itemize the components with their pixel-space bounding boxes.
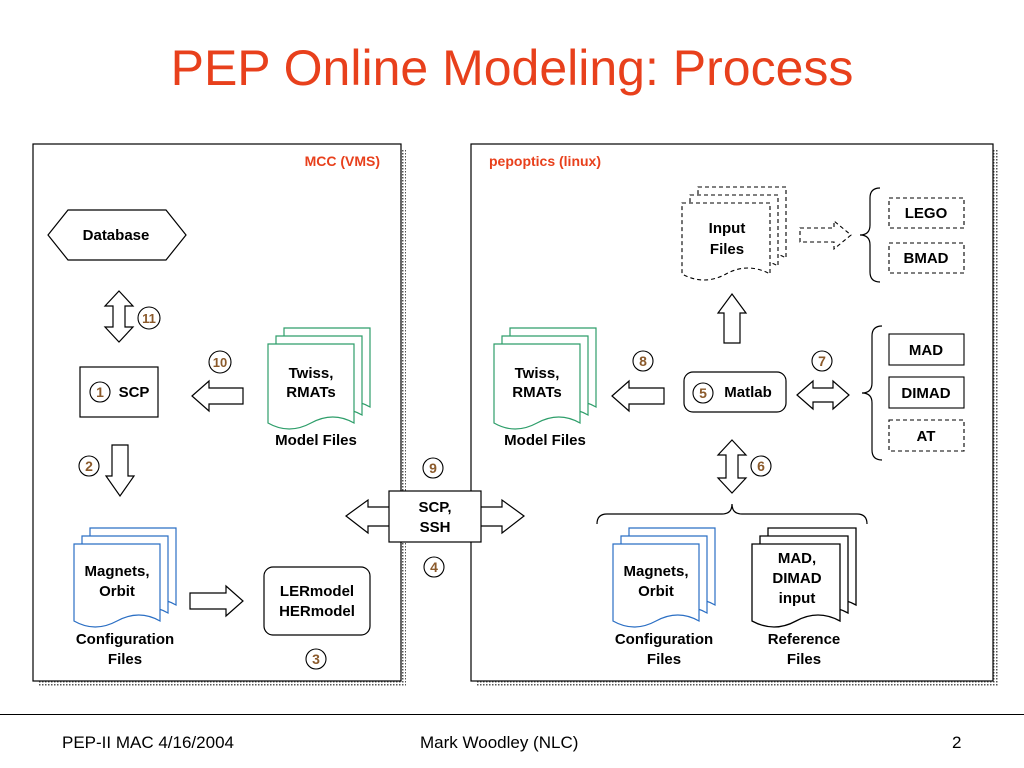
at-box: AT: [888, 419, 965, 452]
arrow-to-input-files: [716, 292, 748, 344]
double-arrow-7: [796, 379, 850, 411]
arrow-10: [191, 379, 244, 413]
svg-text:Magnets,: Magnets,: [623, 563, 688, 580]
svg-text:RMATs: RMATs: [512, 384, 561, 401]
footer-author: Mark Woodley (NLC): [420, 733, 579, 752]
svg-text:9: 9: [429, 460, 437, 476]
lego-box: LEGO: [888, 197, 965, 229]
step-3: 3: [305, 648, 327, 670]
bmad-box: BMAD: [888, 242, 965, 274]
svg-text:Twiss,: Twiss,: [289, 365, 334, 382]
svg-text:Orbit: Orbit: [99, 583, 135, 600]
step-11: 11: [137, 306, 161, 330]
svg-text:Files: Files: [710, 241, 744, 258]
svg-text:Twiss,: Twiss,: [515, 365, 560, 382]
svg-text:Orbit: Orbit: [638, 583, 674, 600]
svg-text:11: 11: [142, 311, 156, 326]
svg-text:BMAD: BMAD: [904, 250, 949, 267]
pepoptics-panel-label: pepoptics (linux): [489, 153, 601, 169]
svg-text:AT: AT: [917, 428, 936, 445]
brace-mad-dimad-at: [861, 325, 883, 461]
svg-text:DIMAD: DIMAD: [901, 385, 950, 402]
brace-lego-bmad: [859, 187, 881, 283]
configuration-files-right-caption-1: Configuration: [615, 631, 713, 648]
svg-text:Input: Input: [709, 220, 746, 237]
svg-text:5: 5: [699, 385, 707, 401]
model-files-right: Twiss, RMATs: [493, 327, 597, 430]
svg-text:7: 7: [818, 353, 826, 369]
dashed-arrow-to-lego: [799, 219, 852, 251]
step-9: 9: [422, 457, 444, 479]
svg-text:input: input: [779, 590, 816, 607]
arrow-8: [611, 379, 665, 413]
arrow-to-lermodel: [189, 584, 244, 618]
svg-text:MAD: MAD: [909, 342, 943, 359]
scp-ssh-transfer: SCP, SSH: [344, 490, 526, 543]
step-1: 1: [89, 381, 111, 403]
arrow-2: [104, 444, 136, 498]
svg-text:Magnets,: Magnets,: [84, 563, 149, 580]
brace-reference-group: [596, 503, 868, 525]
database-node: Database: [47, 209, 187, 261]
svg-text:RMATs: RMATs: [286, 384, 335, 401]
input-files: Input Files: [681, 186, 787, 281]
step-2: 2: [78, 455, 100, 477]
svg-text:3: 3: [312, 651, 320, 667]
model-files-left-caption: Model Files: [275, 432, 357, 449]
svg-text:SCP,: SCP,: [418, 499, 451, 516]
configuration-files-left-caption-2: Files: [108, 651, 142, 668]
double-arrow-11: [103, 290, 135, 343]
svg-text:LERmodel: LERmodel: [280, 583, 354, 600]
step-5: 5: [692, 382, 714, 404]
svg-text:Database: Database: [83, 227, 150, 244]
svg-text:6: 6: [757, 458, 765, 474]
double-arrow-6: [716, 439, 748, 494]
dimad-box: DIMAD: [888, 376, 965, 409]
lermodel-hermodel-node: LERmodel HERmodel: [263, 566, 371, 636]
matlab-node: Matlab: [683, 371, 787, 413]
step-8: 8: [632, 350, 654, 372]
reference-files: MAD, DIMAD input: [751, 527, 857, 628]
svg-text:SSH: SSH: [420, 519, 451, 536]
configuration-files-right: Magnets, Orbit: [612, 527, 716, 628]
svg-text:2: 2: [85, 458, 93, 474]
model-files-left: Twiss, RMATs: [267, 327, 371, 430]
step-6: 6: [750, 455, 772, 477]
step-10: 10: [208, 350, 232, 374]
step-7: 7: [811, 350, 833, 372]
reference-files-caption-1: Reference: [768, 631, 841, 648]
svg-text:SCP: SCP: [119, 384, 150, 401]
svg-text:DIMAD: DIMAD: [772, 570, 821, 587]
svg-text:MAD,: MAD,: [778, 550, 816, 567]
svg-text:LEGO: LEGO: [905, 205, 948, 222]
page-number: 2: [952, 733, 962, 752]
svg-text:1: 1: [96, 384, 104, 400]
mad-box: MAD: [888, 333, 965, 366]
configuration-files-left: Magnets, Orbit: [73, 527, 177, 628]
svg-text:Matlab: Matlab: [724, 384, 772, 401]
mcc-panel-label: MCC (VMS): [305, 153, 380, 169]
svg-text:8: 8: [639, 353, 647, 369]
page-title: PEP Online Modeling: Process: [170, 40, 854, 96]
configuration-files-left-caption-1: Configuration: [76, 631, 174, 648]
footer-date: PEP-II MAC 4/16/2004: [62, 733, 234, 752]
svg-text:HERmodel: HERmodel: [279, 603, 355, 620]
reference-files-caption-2: Files: [787, 651, 821, 668]
step-4: 4: [423, 556, 445, 578]
svg-text:4: 4: [430, 559, 438, 575]
model-files-right-caption: Model Files: [504, 432, 586, 449]
configuration-files-right-caption-2: Files: [647, 651, 681, 668]
svg-text:10: 10: [213, 355, 227, 370]
footer-divider: [0, 714, 1024, 715]
